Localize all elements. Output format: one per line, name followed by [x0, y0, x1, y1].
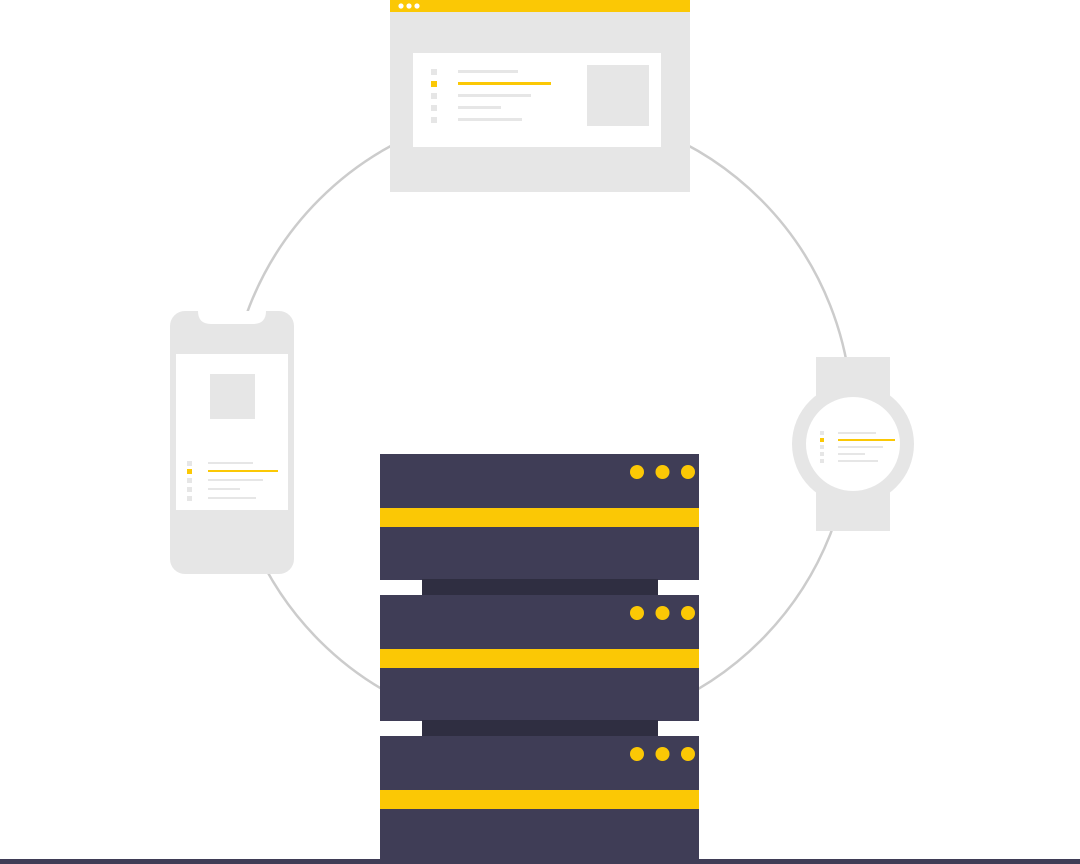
list-bullet: [187, 496, 192, 501]
indicator-light: [681, 747, 695, 761]
indicator-light: [655, 465, 670, 479]
indicator-light: [655, 606, 670, 620]
list-bullet: [187, 487, 192, 492]
indicator-light: [630, 465, 644, 479]
list-line: [458, 70, 518, 73]
list-line: [458, 118, 522, 121]
image-placeholder: [210, 374, 255, 419]
floor-line: [0, 859, 1080, 864]
server-stripe: [380, 649, 699, 668]
list-line: [838, 446, 883, 448]
indicator-light: [655, 747, 670, 761]
list-bullet: [431, 81, 437, 87]
list-line: [458, 106, 501, 109]
browser-dot: [398, 3, 404, 9]
list-bullet: [820, 452, 824, 456]
indicator-light: [681, 606, 695, 620]
list-line: [838, 460, 878, 462]
phone-icon: [170, 311, 294, 574]
list-line: [838, 432, 876, 434]
list-line: [458, 94, 531, 97]
list-line-highlighted: [208, 470, 278, 472]
list-line-highlighted: [838, 439, 895, 441]
indicator-light: [681, 465, 695, 479]
list-bullet: [820, 459, 824, 463]
browser-dot: [414, 3, 420, 9]
browser-title-bar: [390, 0, 690, 12]
list-line: [208, 497, 256, 499]
indicator-light: [630, 747, 644, 761]
list-line: [208, 479, 263, 481]
image-placeholder: [587, 65, 649, 126]
browser-dot: [406, 3, 412, 9]
server-connector: [422, 579, 658, 595]
list-line: [838, 453, 865, 455]
list-line-highlighted: [458, 82, 551, 85]
watch-face: [806, 397, 900, 491]
indicator-light: [630, 606, 644, 620]
list-bullet: [187, 478, 192, 483]
list-bullet: [820, 438, 824, 442]
phone-notch: [198, 311, 266, 324]
list-bullet: [431, 105, 437, 111]
list-bullet: [431, 93, 437, 99]
list-bullet: [431, 117, 437, 123]
server-stack: [380, 454, 699, 862]
list-bullet: [820, 445, 824, 449]
browser-window-icon: [390, 0, 690, 192]
server-stripe: [380, 790, 699, 809]
list-bullet: [431, 69, 437, 75]
list-bullet: [187, 461, 192, 466]
server-connector: [422, 720, 658, 736]
list-line: [208, 462, 253, 464]
list-bullet: [187, 469, 192, 474]
server-stripe: [380, 508, 699, 527]
list-bullet: [820, 431, 824, 435]
list-line: [208, 488, 240, 490]
smartwatch-icon: [792, 357, 914, 531]
